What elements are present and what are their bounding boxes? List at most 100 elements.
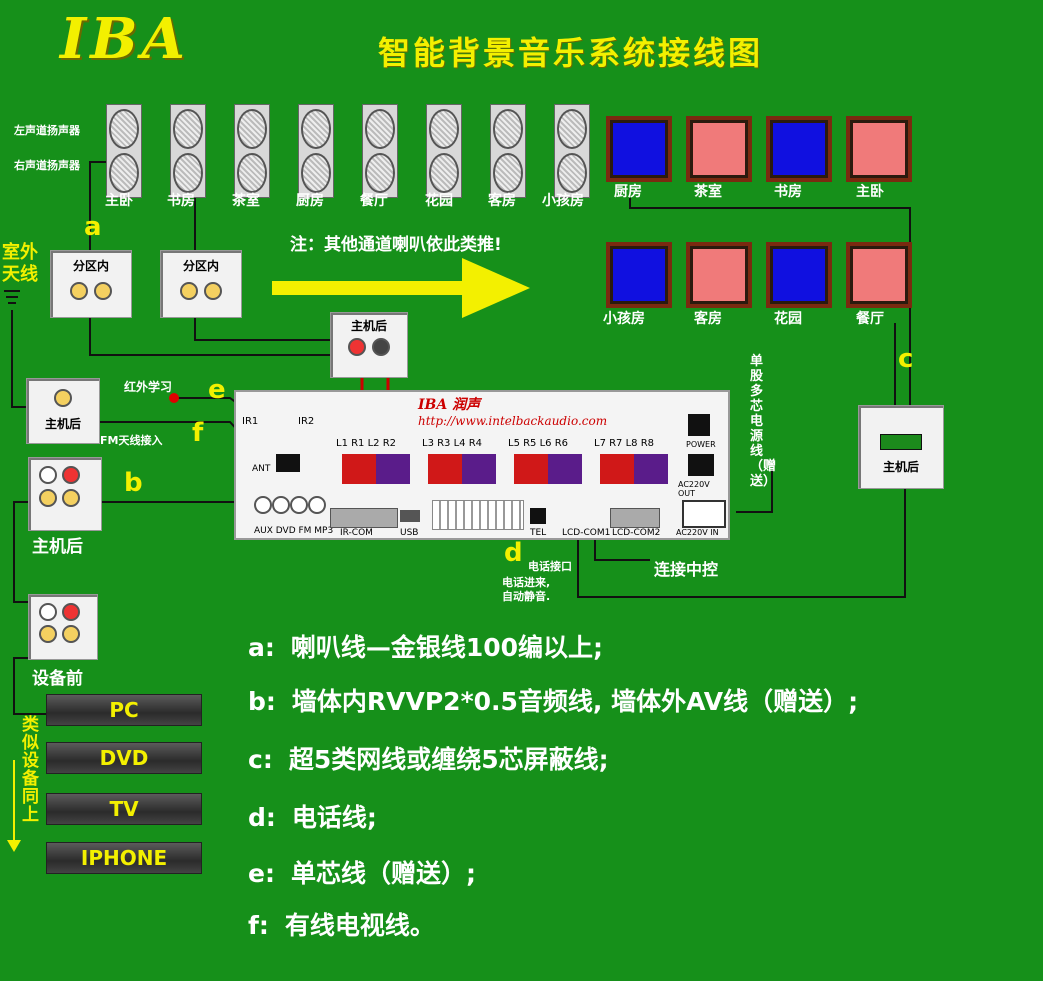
jack-icon [254,496,272,514]
ac-in-label: AC220V IN [676,528,719,537]
ir2-label: IR2 [298,416,315,427]
room-label: 客房 [488,193,516,209]
speaker-icon [301,153,331,193]
fm-label: FM天线接入 [100,434,163,447]
jack-icon [308,496,326,514]
device-iphone: IPHONE [46,842,202,874]
jack-icon [39,466,57,484]
label-f: f [192,418,204,448]
control-plate-label: 主机后 [882,460,919,474]
legend-key: c: [248,745,273,774]
page-title: 智能背景音乐系统接线图 [378,34,764,72]
speaker-icon [493,109,523,149]
panel-room-label: 书房 [774,184,802,200]
speaker-pair [234,104,270,198]
lcd-screen [853,249,905,301]
channel-label: L5 R5 L6 R6 [508,438,569,449]
speaker-icon [557,109,587,149]
host-back-plate-label: 主机后 [350,319,387,333]
input-labels: AUX DVD FM MP3 [254,526,334,536]
ant-connector [276,454,300,472]
fm-wall-plate: 主机后 [26,378,100,444]
unit-url: http://www.intelbackaudio.com [418,414,608,428]
legend-key: d: [248,803,276,832]
host-unit: IR1 IR2 ANT IBA 润声 http://www.intelbacka… [234,390,730,540]
room-label: 茶室 [232,193,260,209]
zone-plate-label: 分区内 [72,259,109,273]
jack-icon [203,282,222,300]
jack-icon [62,625,81,643]
control-panel-pink [686,242,752,308]
antenna-icon-bar [6,296,18,298]
speaker-terminal-block [342,454,410,484]
device-pc: PC [46,694,202,726]
tel-label: TEL [530,528,547,538]
central-control-label: 连接中控 [654,560,719,579]
ac-out-label: AC220V OUT [678,480,710,498]
lcd-screen [773,123,825,175]
legend-text: 墙体内RVVP2*0.5音频线, 墙体外AV线（赠送）; [291,687,859,716]
vent-grill [432,500,524,530]
jack-icon [70,282,89,300]
legend-text: 有线电视线。 [284,911,435,940]
panel-room-label: 餐厅 [856,311,884,327]
legend-key: a: [248,633,275,662]
usb-label: USB [400,528,419,538]
jack-icon [39,489,57,507]
speaker-icon [557,153,587,193]
legend-key: e: [248,859,275,888]
terminal-block [880,434,922,450]
jack-icon [93,282,112,300]
legend-key: b: [248,687,276,716]
device-front-label: 设备前 [32,669,83,689]
speaker-terminal-block [600,454,668,484]
device-tv: TV [46,793,202,825]
jack-icon [62,489,81,507]
antenna-icon-bar [8,302,16,304]
lcd-screen [693,123,745,175]
av-wall-plate-front [28,594,98,660]
ac-out-socket [688,454,714,476]
label-a: a [84,212,102,242]
channel-label: L7 R7 L8 R8 [594,438,655,449]
label-e: e [208,375,226,405]
lcd-screen [693,249,745,301]
phone-note: 电话进来, 自动静音. [502,576,551,603]
lcd-screen [613,249,665,301]
panel-room-label: 花园 [774,311,802,327]
power-label: POWER [686,440,716,449]
device-dvd: DVD [46,742,202,774]
panel-room-label: 小孩房 [603,311,645,327]
antenna-icon [4,290,20,292]
jack-icon [54,389,72,407]
channel-label: L1 R1 L2 R2 [336,438,397,449]
speaker-icon [109,109,139,149]
room-label: 小孩房 [542,193,584,209]
ac-in-socket [682,500,726,528]
speaker-icon [237,109,267,149]
room-label: 书房 [167,193,195,209]
speaker-pair [490,104,526,198]
panel-room-label: 厨房 [614,184,642,200]
control-panel-blue [606,242,672,308]
legend-text: 超5类网线或缠绕5芯屏蔽线; [288,745,609,774]
av-plate-back-label: 主机后 [32,537,83,557]
lcd-com2-port [610,508,660,528]
speaker-pair [170,104,206,198]
jack-icon [62,603,81,621]
black-jack-icon [371,338,390,356]
legend-item-f: f:有线电视线。 [248,906,435,942]
lcd-com1-label: LCD-COM1 [562,528,611,538]
label-d: d [504,538,523,568]
jack-icon [39,603,57,621]
tel-port [530,508,546,524]
legend-item-c: c: 超5类网线或缠绕5芯屏蔽线; [248,740,609,776]
speaker-icon [365,109,395,149]
speaker-icon [173,153,203,193]
lcd-screen [613,123,665,175]
room-label: 厨房 [296,193,324,209]
speaker-pair [426,104,462,198]
power-cable-label: 单股多芯电源线（赠送） [750,354,777,489]
ant-label: ANT [252,464,271,474]
control-panel-blue [606,116,672,182]
